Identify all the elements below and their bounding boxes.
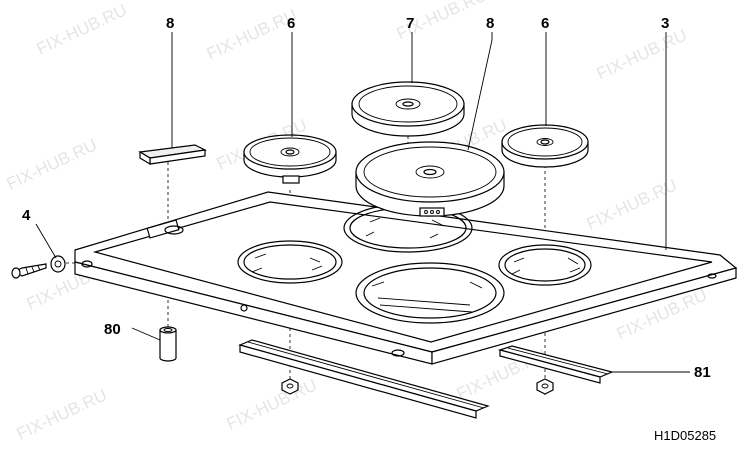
callout-80: 80 (104, 321, 121, 338)
watermark: FIX-HUB.RU (224, 375, 320, 433)
screw-and-washer (11, 255, 66, 279)
drawing-code: H1D05285 (654, 428, 716, 443)
callout-6-left: 6 (287, 15, 295, 32)
leader-lines (35, 32, 690, 373)
nut (281, 378, 299, 395)
callout-8: 8 (486, 15, 494, 32)
hotplate-back-large (351, 81, 465, 137)
hob-frame (74, 191, 738, 365)
spacer-sleeve (159, 326, 177, 362)
callout-5: 8 (166, 15, 174, 32)
callout-81: 81 (694, 364, 711, 381)
watermark: FIX-HUB.RU (4, 135, 100, 193)
watermark: FIX-HUB.RU (34, 0, 130, 58)
watermark: FIX-HUB.RU (594, 25, 690, 83)
callout-6-right: 6 (541, 15, 549, 32)
watermark: FIX-HUB.RU (584, 175, 680, 233)
callout-7: 7 (406, 15, 414, 32)
hotplate-small-right (501, 124, 589, 168)
hotplate-small-left (243, 134, 337, 184)
callout-4: 4 (22, 207, 31, 224)
bottom-rails (238, 339, 614, 419)
hotplate-cutouts (237, 203, 592, 324)
callout-labels: 8 6 7 8 6 3 4 80 81 (22, 15, 711, 381)
hotplate-front-large (355, 141, 505, 217)
watermark: FIX-HUB.RU (14, 385, 110, 443)
nut (536, 378, 554, 395)
bracket-clip (138, 144, 207, 166)
watermark: FIX-HUB.RU (204, 5, 300, 63)
callout-3: 3 (661, 15, 669, 32)
